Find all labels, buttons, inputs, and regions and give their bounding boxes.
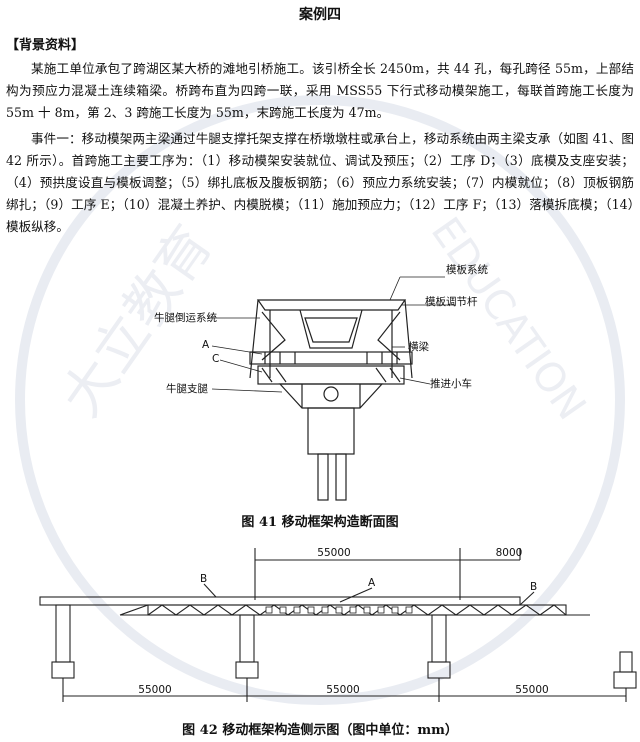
figure-41-caption: 图 41 移动框架构造断面图 [241,515,399,530]
top-deck-slab [256,299,407,311]
paragraph-event-one: 事件一：移动模架两主梁通过牛腿支撑托架支撑在桥墩墩柱或承台上，移动系统由两主梁支… [6,131,634,234]
truss-nodes [265,606,413,614]
page-title: 案例四 [299,7,341,23]
figure-42-caption: 图 42 移动框架构造侧示图（图中单位：mm） [182,723,458,738]
label-formwork-system: 模板系统 [446,263,488,276]
pier-3-cap [427,661,451,679]
dim-bottom-2: 55000 [326,684,359,696]
section-header: 【背景资料】 [6,38,85,53]
pier-4-cap [613,671,637,689]
truss-web [147,604,567,616]
label-a-fig42: A [368,577,376,589]
box-girder-web [299,309,363,349]
dim-top-right: 8000 [496,547,523,559]
box-girder-cell [304,317,358,343]
dim-bottom-3: 55000 [515,684,548,696]
pier-2-cap [235,661,259,679]
pier-cap [307,407,355,455]
crossbeam [249,351,413,365]
dim-bottom-1: 55000 [138,684,171,696]
leader-a [211,345,263,355]
pier-4 [619,651,633,673]
pier-1-cap [51,661,75,679]
dim-top: 55000 [317,547,350,559]
leader-b-left [203,583,217,598]
leader-push-trolley [399,377,431,385]
label-a: A [202,339,210,351]
pier-pile-right [335,453,347,501]
leader-b-right [519,591,535,606]
pier-2 [239,614,255,663]
label-bracket-leg: 牛腿支腿 [166,382,208,395]
pier-1 [55,604,71,663]
leader-c [219,359,263,373]
pier-pile-left [317,453,329,501]
pier-3 [431,614,447,663]
label-formwork-rod: 模板调节杆 [425,295,478,308]
leader-a-fig42 [339,587,373,603]
label-bracket-transport: 牛腿倒运系统 [154,311,217,324]
paragraph-background: 某施工单位承包了跨湖区某大桥的滩地引桥施工。该引桥全长 2450m，共 44 孔… [6,61,634,120]
leader-bracket-leg [211,388,283,393]
label-crossbeam: 横梁 [408,340,429,353]
formwork-outer-frame [249,299,413,379]
label-b-right: B [530,581,537,593]
label-b-left: B [200,573,207,585]
label-c: C [212,353,219,365]
label-push-trolley: 推进小车 [430,377,472,390]
deck-girder [39,596,521,606]
formwork-posts [269,310,393,378]
bracket-pin [323,386,339,402]
